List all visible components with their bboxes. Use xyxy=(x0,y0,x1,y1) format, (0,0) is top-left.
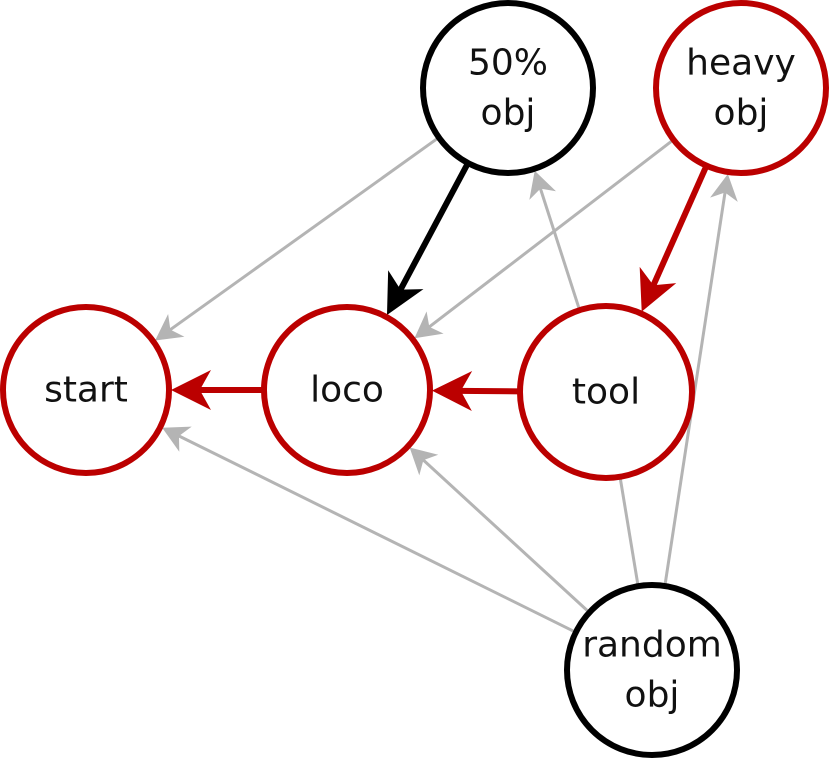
arrowhead xyxy=(386,270,424,315)
edge-random-to-loco xyxy=(409,447,591,614)
node-label: random xyxy=(582,625,722,666)
edge-random-to-start xyxy=(162,426,577,634)
edge-random-to-heavy xyxy=(663,174,738,587)
edge-heavy-to-tool xyxy=(639,164,710,312)
arrowhead xyxy=(710,174,738,202)
edge-heavy-to-loco xyxy=(414,138,675,339)
node-circle xyxy=(261,304,433,476)
edge-tool-to-obj50 xyxy=(529,170,582,311)
node-label: heavy xyxy=(686,43,796,84)
edge-line xyxy=(422,458,591,614)
arrowhead xyxy=(409,447,439,476)
node-loco: loco xyxy=(261,304,433,476)
edge-line xyxy=(538,187,582,311)
node-label: obj xyxy=(481,93,536,134)
node-obj50: 50% obj xyxy=(420,0,596,176)
arrowhead xyxy=(414,311,444,339)
edge-loco-to-start xyxy=(171,370,264,410)
edge-tool-to-loco xyxy=(431,370,521,411)
node-label: obj xyxy=(625,675,680,716)
arrowhead xyxy=(431,370,473,411)
node-circle xyxy=(420,0,596,176)
edge-line xyxy=(618,476,640,587)
arrowhead xyxy=(529,170,556,200)
node-random: random obj xyxy=(564,582,740,758)
edge-line xyxy=(169,136,440,332)
edge-line xyxy=(427,138,675,329)
edge-line xyxy=(397,161,471,292)
node-circle xyxy=(564,582,740,758)
node-tool: tool xyxy=(517,303,695,481)
edge-random-to-tool xyxy=(618,476,640,587)
node-label: obj xyxy=(714,93,769,134)
node-start: start xyxy=(0,304,172,476)
edge-line xyxy=(650,164,710,288)
arrowhead xyxy=(171,370,211,410)
node-circle xyxy=(0,304,172,476)
edges xyxy=(155,136,738,634)
edge-obj50-to-loco xyxy=(386,161,471,315)
node-label: tool xyxy=(572,372,640,413)
arrowhead xyxy=(162,426,192,452)
node-circle xyxy=(517,303,695,481)
arrowhead xyxy=(155,314,185,341)
edge-line xyxy=(663,191,727,587)
node-circle xyxy=(653,0,829,176)
node-label: loco xyxy=(310,370,384,411)
node-label: 50% xyxy=(468,43,548,84)
arrowhead xyxy=(639,266,677,312)
node-heavy: heavy obj xyxy=(653,0,829,176)
edge-line xyxy=(177,434,577,634)
node-label: start xyxy=(44,370,128,411)
edge-obj50-to-start xyxy=(155,136,440,341)
